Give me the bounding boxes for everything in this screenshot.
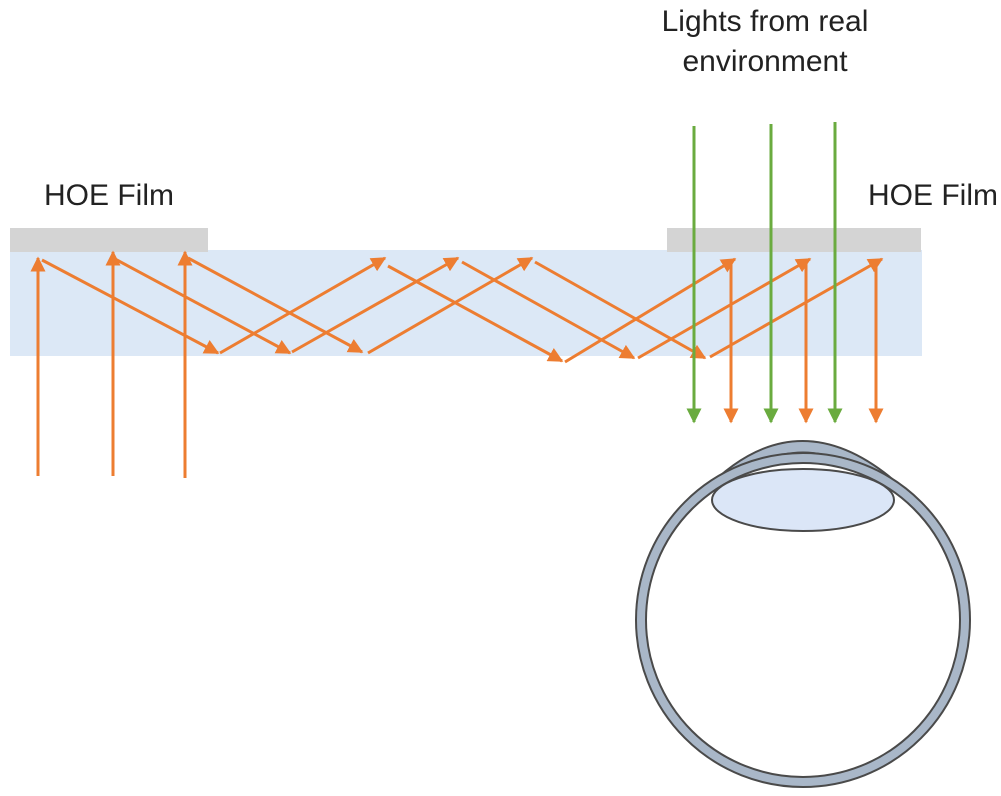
guided-ray <box>114 257 292 355</box>
guided-ray <box>461 260 636 360</box>
eye-icon <box>635 440 971 788</box>
guided-ray <box>187 256 364 354</box>
hoe-film-left <box>10 228 208 252</box>
guided-ray <box>291 256 460 354</box>
guided-ray <box>534 260 707 360</box>
guided-ray <box>219 256 387 355</box>
environment-light-label: Lights from real environment <box>661 5 869 78</box>
environment-rays <box>686 122 843 424</box>
guided-ray <box>709 257 884 359</box>
incoming-rays <box>30 250 193 478</box>
guided-rays <box>41 256 884 364</box>
outcoupled-rays <box>723 260 884 424</box>
guided-ray <box>367 256 534 355</box>
hoe-film-left-label: HOE Film <box>44 179 174 212</box>
lens <box>711 468 895 532</box>
guided-ray <box>637 257 812 360</box>
eyeball-inner <box>645 462 961 778</box>
hoe-film-right-label: HOE Film <box>868 179 998 212</box>
guided-ray <box>564 257 737 364</box>
hoe-film-right <box>667 228 921 252</box>
guided-ray <box>41 258 220 355</box>
guided-ray <box>387 264 564 363</box>
